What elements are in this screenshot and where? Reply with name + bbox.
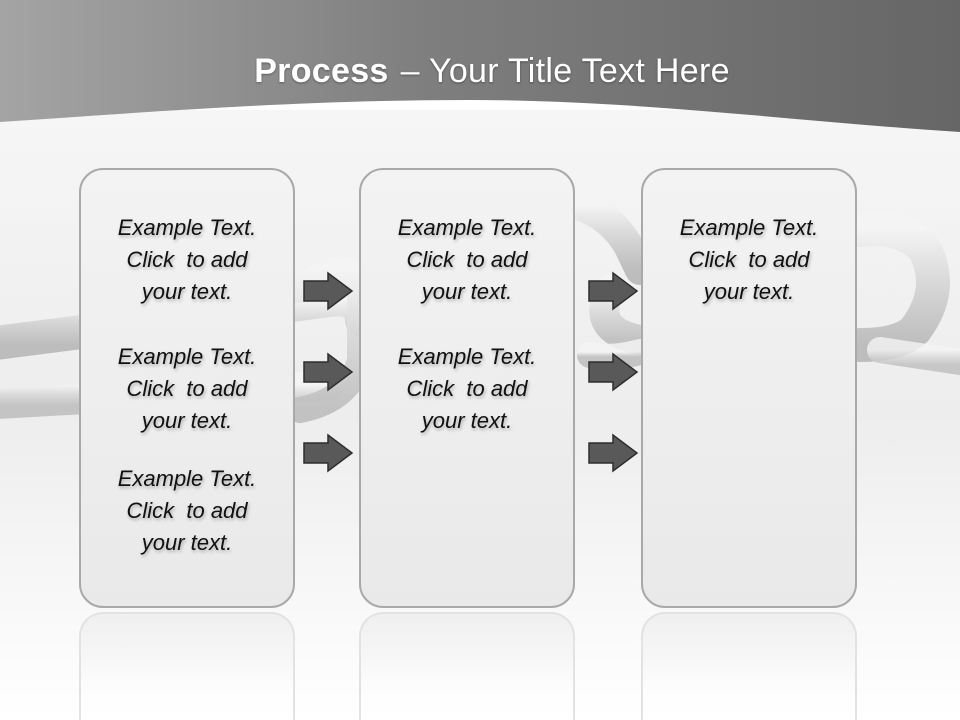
process-box-1: Example Text. Click to add your text. Ex… xyxy=(79,168,295,608)
text-line: Example Text. xyxy=(397,215,537,240)
text-line: Example Text. xyxy=(117,466,257,491)
box-reflection xyxy=(641,612,857,720)
process-box-2: Example Text. Click to add your text. Ex… xyxy=(359,168,575,608)
text-placeholder[interactable]: Example Text. Click to add your text. xyxy=(81,463,293,559)
text-line: Click to add xyxy=(406,376,528,401)
text-placeholder[interactable]: Example Text. Click to add your text. xyxy=(81,212,293,308)
text-line: Example Text. xyxy=(117,215,257,240)
box-reflection xyxy=(79,612,295,720)
text-line: Click to add xyxy=(688,247,810,272)
text-placeholder[interactable]: Example Text. Click to add your text. xyxy=(361,212,573,308)
text-line: Click to add xyxy=(406,247,528,272)
text-placeholder[interactable]: Example Text. Click to add your text. xyxy=(81,341,293,437)
slide-title[interactable]: Process – Your Title Text Here xyxy=(0,52,960,91)
text-line: your text. xyxy=(141,530,233,555)
arrow-right-icon xyxy=(588,271,639,311)
arrow-right-icon xyxy=(588,352,639,392)
text-line: your text. xyxy=(421,279,513,304)
text-line: Example Text. xyxy=(397,344,537,369)
arrow-right-icon xyxy=(303,433,354,473)
box-reflection xyxy=(359,612,575,720)
text-line: Click to add xyxy=(126,376,248,401)
text-line: your text. xyxy=(141,279,233,304)
process-box-3: Example Text. Click to add your text. xyxy=(641,168,857,608)
text-line: your text. xyxy=(703,279,795,304)
text-line: Example Text. xyxy=(679,215,819,240)
text-placeholder[interactable]: Example Text. Click to add your text. xyxy=(643,212,855,308)
text-placeholder[interactable]: Example Text. Click to add your text. xyxy=(361,341,573,437)
text-line: Click to add xyxy=(126,498,248,523)
arrow-right-icon xyxy=(303,352,354,392)
text-line: your text. xyxy=(141,408,233,433)
arrow-right-icon xyxy=(588,433,639,473)
text-line: Example Text. xyxy=(117,344,257,369)
header-band xyxy=(0,0,960,132)
title-rest: – Your Title Text Here xyxy=(400,52,730,90)
text-line: your text. xyxy=(421,408,513,433)
title-bold: Process xyxy=(254,52,389,90)
text-line: Click to add xyxy=(126,247,248,272)
arrow-right-icon xyxy=(303,271,354,311)
